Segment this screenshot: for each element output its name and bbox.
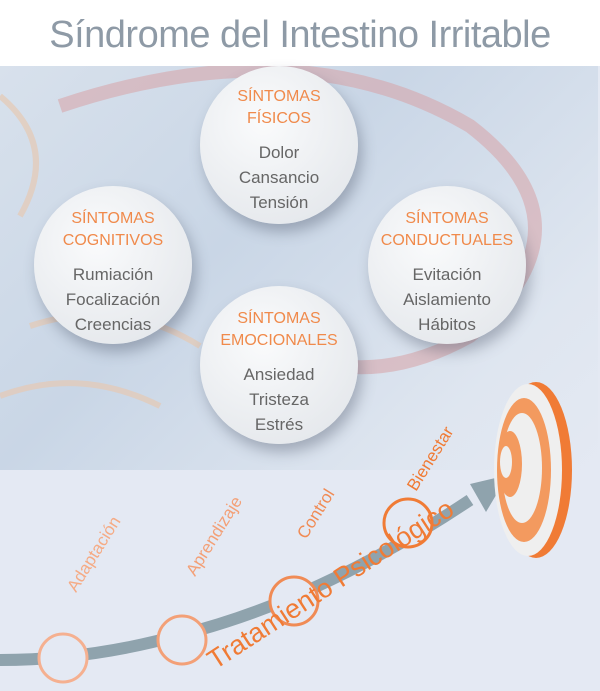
- step-label-control: Control: [293, 486, 338, 543]
- step-circle-bienestar: [382, 497, 434, 549]
- step-circle-aprendizaje: [156, 614, 208, 666]
- step-label-aprendizaje: Aprendizaje: [182, 493, 246, 579]
- target-icon: [494, 382, 572, 558]
- step-circle-adaptacion: [37, 632, 89, 684]
- page-title: Síndrome del Intestino Irritable: [0, 0, 600, 66]
- treatment-label: Tratamiento Psicológico: [202, 493, 459, 675]
- step-label-bienestar: Bienestar: [403, 423, 457, 494]
- step-circle-control: [268, 575, 320, 627]
- step-label-adaptacion: Adaptación: [63, 513, 124, 595]
